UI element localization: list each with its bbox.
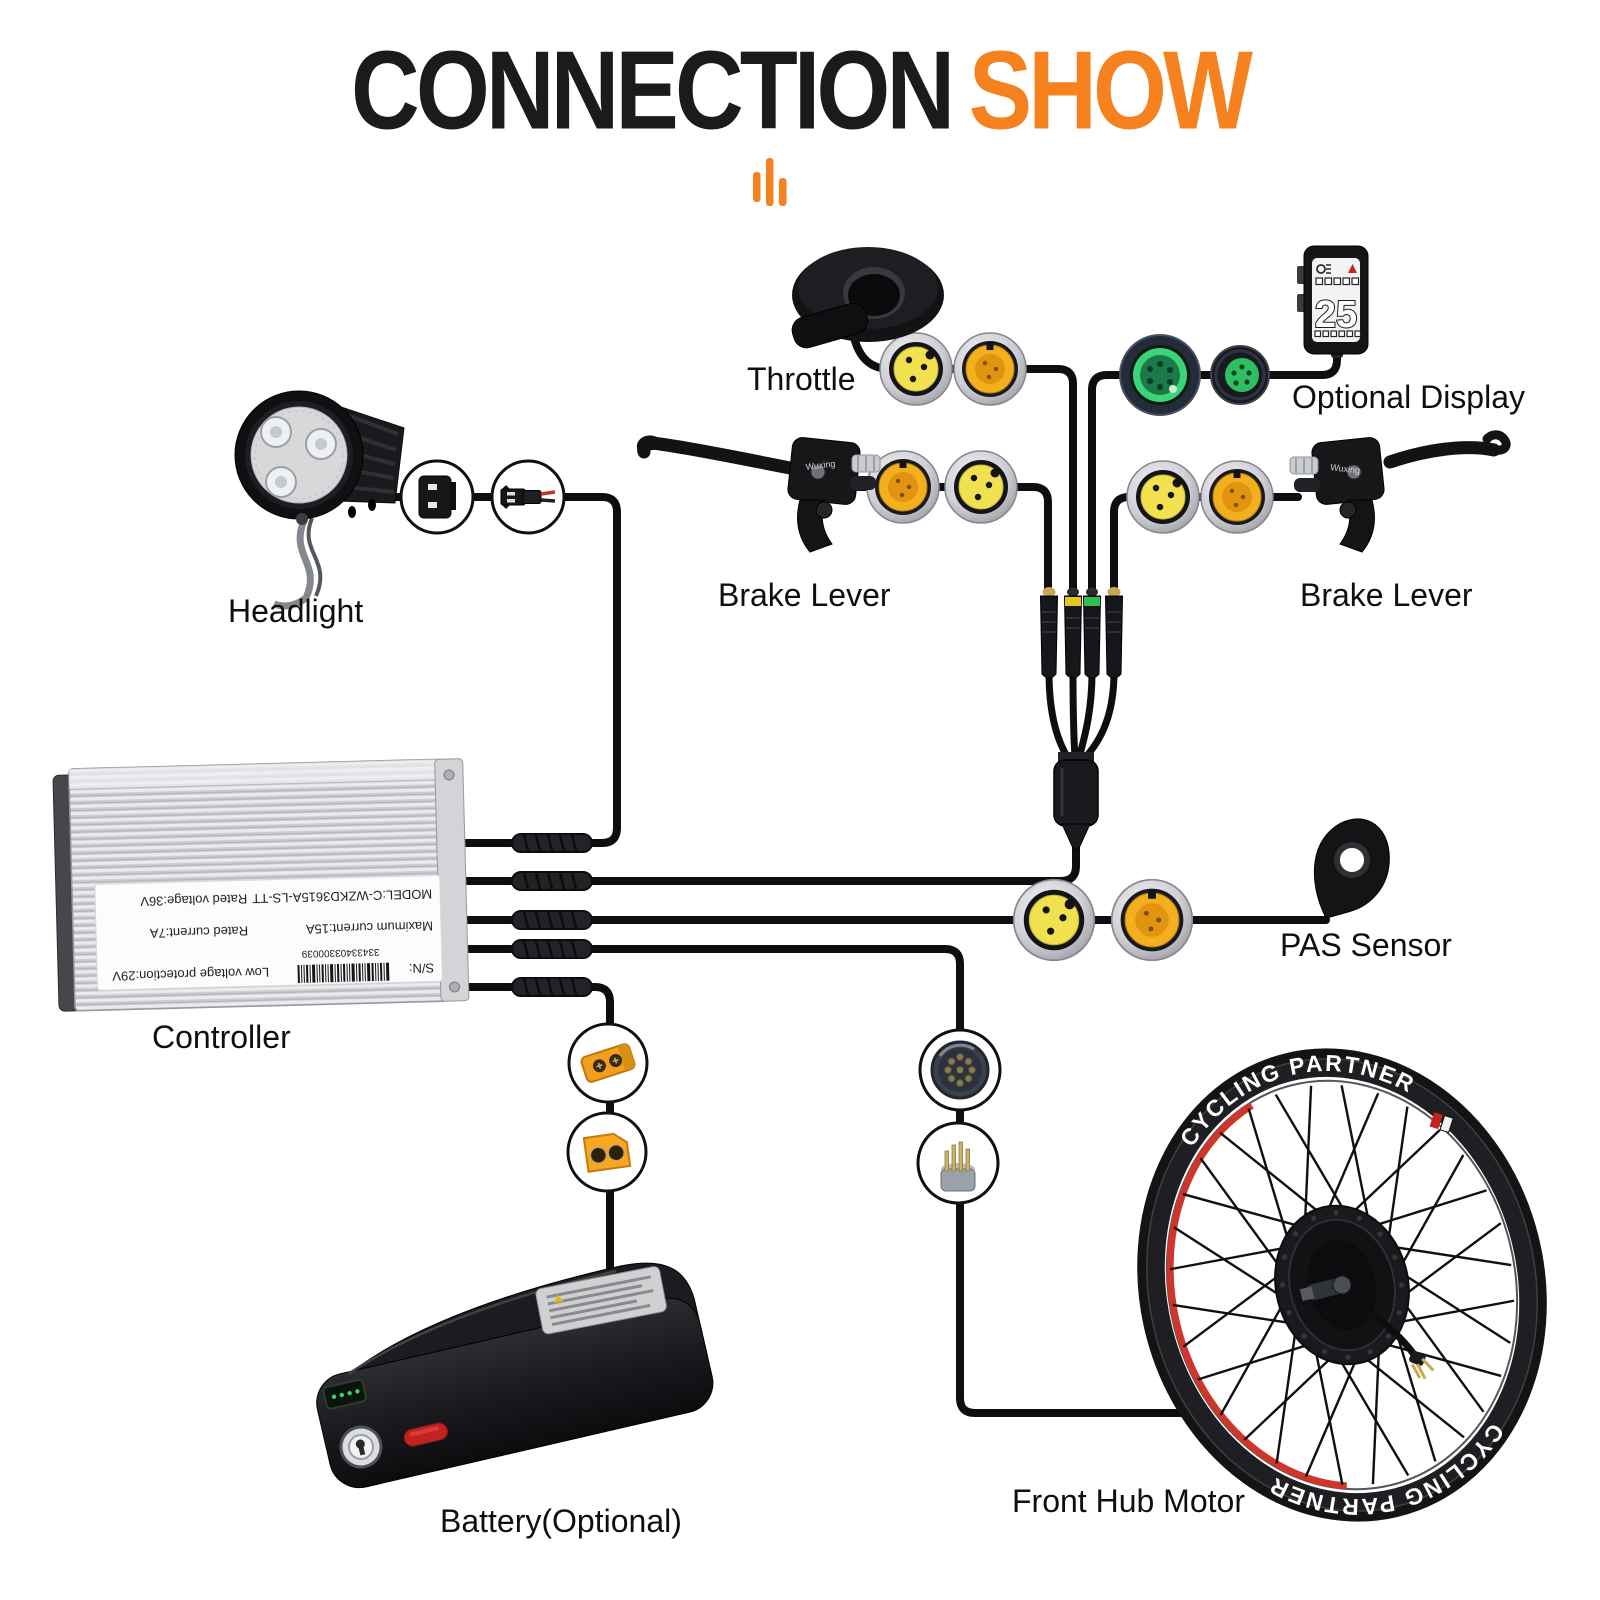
headlight-plug-icon	[418, 475, 456, 519]
brake-logo-text: Wuxing	[805, 458, 836, 472]
amber-male-connector-icon	[953, 332, 1027, 406]
sticker-lvp: Low voltage protection:29V	[112, 965, 269, 984]
controller-image: S/N: 33433403300039 Low voltage protecti…	[52, 758, 470, 1012]
brake-lever-left-label: Brake Lever	[718, 577, 891, 613]
battery-image	[316, 1262, 714, 1489]
splitter-cable	[1039, 587, 1124, 849]
motor-pins-connector-icon	[940, 1141, 976, 1192]
battery-wire	[456, 983, 614, 1286]
battery-label-text: Battery(Optional)	[440, 1503, 682, 1539]
splitter-plug-2	[1063, 587, 1083, 679]
rim-badge	[1429, 1112, 1454, 1134]
splitter-plug-1	[1039, 587, 1059, 679]
front-hub-motor-image: CYCLING PARTNER CYCLING PARTNER	[1137, 1024, 1547, 1546]
sticker-max-current: Maximum current:15A	[305, 918, 433, 936]
headlight-label: Headlight	[228, 593, 363, 629]
display-battery-bars	[1315, 277, 1360, 286]
motor-connectors	[916, 1028, 1002, 1205]
pas-sensor-label: PAS Sensor	[1280, 927, 1452, 963]
hub-flange-bolts	[1279, 1210, 1405, 1360]
battery-led-indicator	[322, 1378, 367, 1410]
battery-connectors	[566, 1022, 649, 1193]
display-headlight-icon	[1316, 264, 1331, 274]
yellow-female-connector-icon	[944, 450, 1018, 524]
orange-bars-icon	[753, 158, 787, 206]
sticker-model: MODEL:C-WZKD3615A-LS-TT	[252, 886, 432, 906]
title-black: CONNECTION	[351, 27, 955, 153]
cable-sleeves	[510, 832, 594, 998]
front-hub-motor-label: Front Hub Motor	[1012, 1483, 1245, 1519]
display-warning-icon	[1348, 264, 1357, 273]
controller-label: Controller	[152, 1019, 291, 1055]
sticker-sn-prefix: S/N:	[409, 960, 435, 976]
battery-warning-icon	[553, 1294, 564, 1304]
rim-brand-top: CYCLING PARTNER	[1162, 1024, 1424, 1154]
xt60-female-connector-icon	[582, 1132, 632, 1173]
controller-sticker	[94, 874, 443, 991]
rim-brand-bottom: CYCLING PARTNER	[1260, 1415, 1522, 1545]
brake-lever-left-image: Wuxing	[636, 435, 881, 553]
display-speed-value: 25	[1315, 294, 1357, 336]
headlight-connectors	[399, 459, 566, 535]
splitter-barrel	[1053, 752, 1099, 849]
sticker-rated-current: Rated current:7A	[149, 923, 248, 941]
splitter-plug-3	[1082, 587, 1102, 679]
rim-red-stripe	[1166, 1102, 1347, 1490]
headlight-bracket	[296, 516, 314, 600]
wheel-spokes	[1169, 1085, 1515, 1485]
brake-lever-right-image: Wuxing	[1289, 430, 1511, 553]
hub-motor	[1274, 1204, 1435, 1380]
xt60-male-connector-icon	[580, 1043, 636, 1083]
headlight-image	[234, 390, 405, 610]
headlight-leds	[260, 416, 337, 498]
sticker-serial: 33433403300039	[301, 946, 380, 959]
controller-sticker-text: S/N: 33433403300039 Low voltage protecti…	[112, 886, 435, 984]
throttle-paddle	[791, 302, 869, 349]
green-female-connector-icon	[1119, 334, 1201, 416]
amber-male-connector-icon	[1200, 460, 1274, 534]
throttle-label: Throttle	[747, 361, 855, 397]
component-labels: Throttle Optional Display Headlight Brak…	[152, 361, 1525, 1539]
display-connectors	[1119, 334, 1271, 416]
brake-left-wire	[842, 483, 1052, 594]
motor-round-connector-icon	[930, 1040, 990, 1100]
brake-lever-right-label: Brake Lever	[1300, 577, 1473, 613]
yellow-female-connector-icon	[1012, 878, 1096, 962]
sticker-barcode	[297, 962, 390, 984]
yellow-female-connector-icon	[879, 332, 953, 406]
pas-sensor-image	[1313, 818, 1390, 919]
optional-display-label: Optional Display	[1292, 379, 1525, 415]
splitter-plug-4	[1104, 587, 1124, 679]
amber-male-connector-icon	[1110, 878, 1194, 962]
green-male-connector-icon	[1209, 344, 1271, 406]
yellow-female-connector-icon	[1126, 460, 1200, 534]
sticker-rated-voltage: Rated voltage:36V	[140, 891, 248, 909]
optional-display-image: 25	[1297, 245, 1369, 358]
throttle-image	[791, 247, 944, 349]
brake-logo-text: Wuxing	[1330, 462, 1361, 476]
sm-connector-icon	[500, 485, 556, 509]
display-bottom-bars	[1314, 330, 1362, 338]
headlight-wire	[388, 493, 621, 847]
title-orange: SHOW	[968, 27, 1253, 153]
